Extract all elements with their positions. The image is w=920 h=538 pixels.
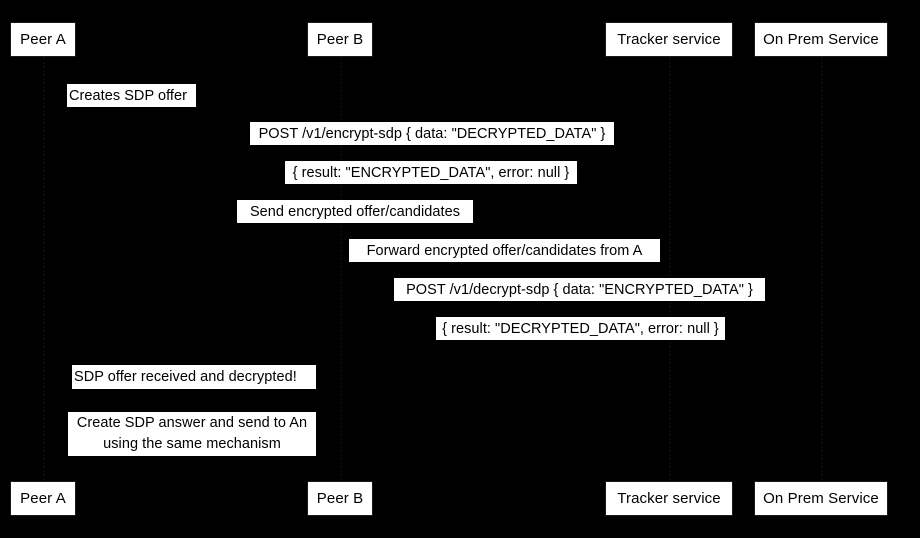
message-label-msg-6[interactable]: POST /v1/decrypt-sdp { data: "ENCRYPTED_… [394, 278, 765, 301]
message-label-msg-5[interactable]: Forward encrypted offer/candidates from … [349, 239, 660, 262]
participant-tracker-bottom[interactable]: Tracker service [605, 481, 733, 516]
message-label-msg-1[interactable]: Creates SDP offer [67, 84, 196, 107]
participant-tracker-top[interactable]: Tracker service [605, 22, 733, 57]
participant-on-prem-top[interactable]: On Prem Service [754, 22, 888, 57]
lifeline-on-prem [821, 57, 823, 516]
lifeline-peer-b [340, 57, 342, 516]
lifeline-peer-a [43, 57, 45, 516]
message-label-msg-2[interactable]: POST /v1/encrypt-sdp { data: "DECRYPTED_… [250, 122, 614, 145]
participant-on-prem-bottom[interactable]: On Prem Service [754, 481, 888, 516]
message-label-msg-4[interactable]: Send encrypted offer/candidates [237, 200, 473, 223]
participant-peer-a-top[interactable]: Peer A [10, 22, 76, 57]
message-label-msg-8[interactable]: SDP offer received and decrypted! [72, 365, 316, 389]
participant-peer-b-bottom[interactable]: Peer B [307, 481, 373, 516]
participant-peer-a-bottom[interactable]: Peer A [10, 481, 76, 516]
participant-peer-b-top[interactable]: Peer B [307, 22, 373, 57]
message-label-msg-9[interactable]: Create SDP answer and send to An using t… [68, 412, 316, 456]
message-label-msg-7[interactable]: { result: "DECRYPTED_DATA", error: null … [436, 317, 725, 340]
message-label-msg-3[interactable]: { result: "ENCRYPTED_DATA", error: null … [285, 161, 577, 184]
